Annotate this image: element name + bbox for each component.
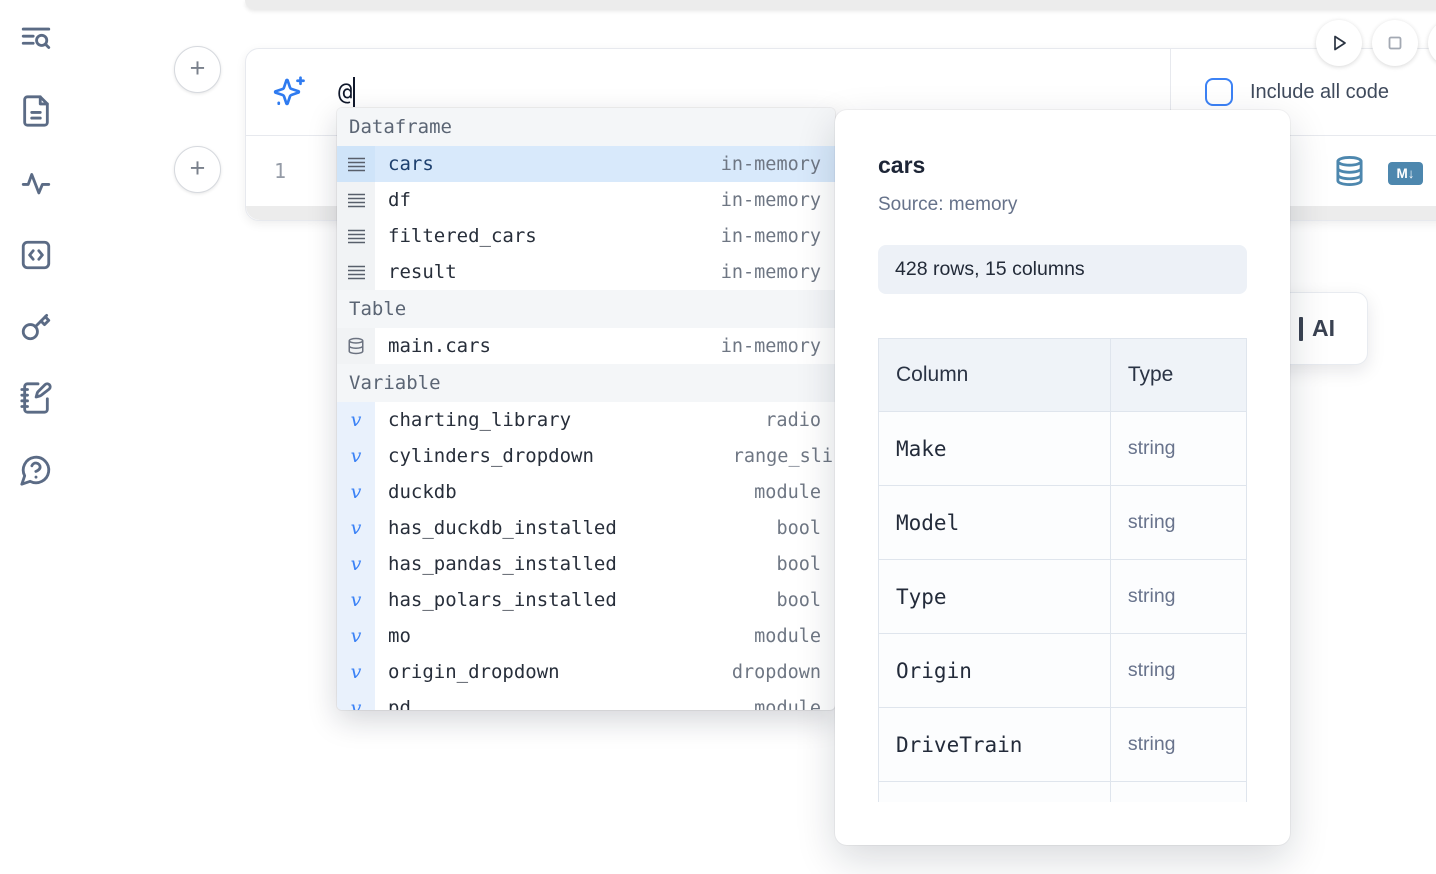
clipped-letter xyxy=(1299,316,1303,341)
section-header-variable: Variable xyxy=(337,364,835,402)
markdown-icon[interactable]: M↓ xyxy=(1388,162,1423,186)
code-editor-row[interactable]: 1 M↓ xyxy=(246,136,1436,206)
autocomplete-item-cylinders-dropdown[interactable]: v cylinders_dropdown range_sli xyxy=(337,438,835,474)
dataframe-preview-panel: cars Source: memory 428 rows, 15 columns… xyxy=(835,110,1290,845)
add-cell-button-bottom[interactable]: + xyxy=(174,146,221,193)
shape-badge: 428 rows, 15 columns xyxy=(878,245,1247,294)
autocomplete-item-has-duckdb-installed[interactable]: v has_duckdb_installed bool xyxy=(337,510,835,546)
variable-icon: v xyxy=(350,625,362,647)
help-chat-icon[interactable] xyxy=(19,453,53,487)
add-cell-button-top[interactable]: + xyxy=(174,46,221,93)
column-header: Column xyxy=(878,338,1111,412)
section-header-dataframe: Dataframe xyxy=(337,108,835,146)
variable-icon: v xyxy=(350,589,362,611)
list-search-icon[interactable] xyxy=(19,22,53,56)
dataframe-rows-icon xyxy=(347,229,365,243)
ai-prompt-input[interactable]: @ xyxy=(338,78,353,107)
dataframe-rows-icon xyxy=(347,193,365,207)
table-row: Type string xyxy=(878,559,1247,634)
key-icon[interactable] xyxy=(19,309,53,343)
autocomplete-item-filtered-cars[interactable]: filtered_cars in-memory xyxy=(337,218,835,254)
extra-control-button[interactable] xyxy=(1428,20,1436,66)
autocomplete-item-charting-library[interactable]: v charting_library radio xyxy=(337,402,835,438)
run-cell-button[interactable] xyxy=(1316,20,1362,66)
text-cursor xyxy=(353,77,356,108)
autocomplete-item-result[interactable]: result in-memory xyxy=(337,254,835,290)
autocomplete-item-pd-partial[interactable]: v pd module xyxy=(337,690,835,710)
play-icon xyxy=(1334,35,1346,51)
datasource-icon[interactable] xyxy=(1334,154,1365,188)
autocomplete-item-origin-dropdown[interactable]: v origin_dropdown dropdown xyxy=(337,654,835,690)
table-row-partial xyxy=(878,781,1247,802)
autocomplete-dropdown: Dataframe cars in-memory df in-memory fi… xyxy=(337,108,835,710)
ai-card-label: AI xyxy=(1312,315,1335,341)
sparkles-icon xyxy=(272,74,308,110)
type-header: Type xyxy=(1109,338,1247,412)
table-row: Origin string xyxy=(878,633,1247,708)
table-row: Make string xyxy=(878,411,1247,486)
stop-icon xyxy=(1388,36,1402,50)
variable-icon: v xyxy=(350,517,362,539)
preview-title: cars xyxy=(878,152,926,178)
stop-button[interactable] xyxy=(1372,20,1418,66)
notebook-pen-icon[interactable] xyxy=(19,381,53,415)
variable-icon: v xyxy=(350,445,362,467)
sidebar xyxy=(0,0,72,874)
include-all-code-label: Include all code xyxy=(1250,80,1389,103)
previous-cell-footer xyxy=(245,0,1436,9)
autocomplete-item-main-cars[interactable]: main.cars in-memory xyxy=(337,328,835,364)
autocomplete-item-mo[interactable]: v mo module xyxy=(337,618,835,654)
table-row: Model string xyxy=(878,485,1247,560)
autocomplete-item-duckdb[interactable]: v duckdb module xyxy=(337,474,835,510)
variable-icon: v xyxy=(350,661,362,683)
schema-table-wrapper: Column Type Make string Model string Typ… xyxy=(878,338,1247,802)
dataframe-rows-icon xyxy=(347,157,365,171)
dataframe-rows-icon xyxy=(347,265,365,279)
file-text-icon[interactable] xyxy=(19,94,53,128)
variable-icon: v xyxy=(350,409,362,431)
database-icon xyxy=(348,337,364,355)
schema-table: Column Type Make string Model string Typ… xyxy=(878,338,1247,802)
preview-source: Source: memory xyxy=(878,194,1018,215)
ai-prompt-options: Include all code xyxy=(1170,49,1436,136)
variable-icon: v xyxy=(350,553,362,575)
variable-icon: v xyxy=(350,481,362,503)
include-all-code-checkbox[interactable] xyxy=(1205,78,1233,107)
line-number: 1 xyxy=(274,159,287,184)
autocomplete-item-df[interactable]: df in-memory xyxy=(337,182,835,218)
variable-icon: v xyxy=(350,697,362,710)
section-header-table: Table xyxy=(337,290,835,328)
autocomplete-item-has-polars-installed[interactable]: v has_polars_installed bool xyxy=(337,582,835,618)
activity-icon[interactable] xyxy=(19,166,53,200)
autocomplete-item-cars[interactable]: cars in-memory xyxy=(337,146,835,182)
table-row: DriveTrain string xyxy=(878,707,1247,782)
autocomplete-item-has-pandas-installed[interactable]: v has_pandas_installed bool xyxy=(337,546,835,582)
code-box-icon[interactable] xyxy=(19,238,53,272)
ai-prompt-row[interactable]: @ Include all code xyxy=(246,49,1436,136)
